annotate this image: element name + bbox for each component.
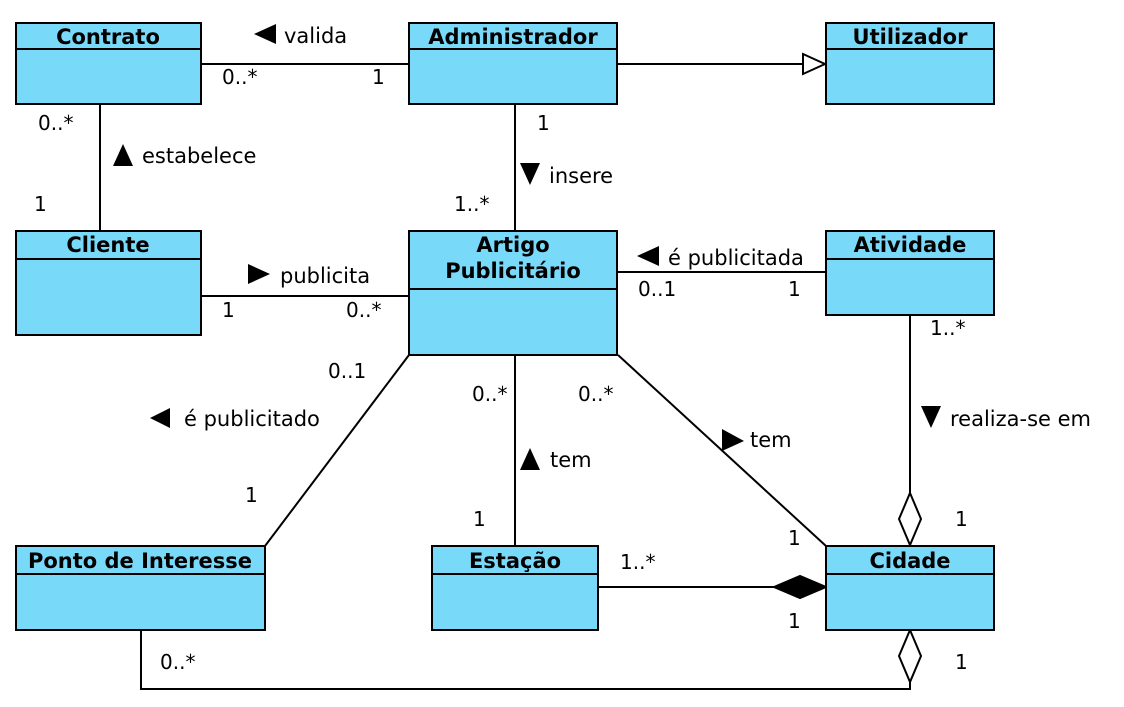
- direction-right-icon: [248, 264, 270, 284]
- class-ponto-de-interesse[interactable]: Ponto de Interesse: [15, 545, 266, 631]
- mult-artigo-insere: 1..*: [454, 192, 489, 216]
- assoc-publicita: publicita: [280, 264, 370, 288]
- assoc-e-publicitada: é publicitada: [668, 246, 804, 270]
- mult-ponto-cidade: 0..*: [160, 650, 195, 674]
- class-atividade-name: Atividade: [854, 233, 967, 257]
- class-ponto-name: Ponto de Interesse: [28, 549, 252, 573]
- class-administrador[interactable]: Administrador: [408, 22, 618, 105]
- class-utilizador-name: Utilizador: [853, 25, 969, 49]
- mult-atividade-publicitada: 1: [788, 277, 801, 301]
- assoc-e-publicitado: é publicitado: [184, 407, 320, 431]
- mult-artigo-publicita: 0..*: [346, 298, 381, 322]
- direction-up-icon: [113, 144, 133, 166]
- class-utilizador[interactable]: Utilizador: [825, 22, 995, 105]
- class-artigo-name-line1: Artigo: [476, 233, 549, 257]
- class-administrador-name: Administrador: [428, 25, 598, 49]
- generalization-arrowhead: [802, 52, 828, 76]
- mult-artigo-tem-cidade: 0..*: [578, 382, 613, 406]
- mult-contrato-estabelece: 0..*: [38, 111, 73, 135]
- assoc-realiza-se-em: realiza-se em: [950, 407, 1091, 431]
- mult-cidade-estacao: 1: [788, 609, 801, 633]
- class-artigo-publicitario[interactable]: Artigo Publicitário: [408, 230, 618, 356]
- line-ponto-cidade: [140, 630, 911, 690]
- mult-estacao-tem: 1: [473, 507, 486, 531]
- class-cliente-name: Cliente: [66, 233, 149, 257]
- mult-artigo-publicitada: 0..1: [638, 277, 676, 301]
- direction-left-icon: [637, 246, 659, 266]
- assoc-tem-estacao: tem: [550, 448, 592, 472]
- mult-ponto-publicitado: 1: [245, 483, 258, 507]
- class-estacao[interactable]: Estação: [431, 545, 599, 631]
- aggregation-diamond-atividade: [897, 490, 923, 548]
- direction-left-icon: [254, 24, 276, 44]
- assoc-tem-cidade: tem: [750, 428, 792, 452]
- direction-down-icon: [520, 163, 540, 185]
- class-cidade-name: Cidade: [869, 549, 950, 573]
- assoc-valida: valida: [284, 24, 347, 48]
- mult-admin-valida: 1: [372, 65, 385, 89]
- aggregation-diamond-ponto: [897, 627, 923, 685]
- class-cidade[interactable]: Cidade: [825, 545, 995, 631]
- direction-down-icon: [921, 406, 941, 428]
- class-contrato-name: Contrato: [56, 25, 160, 49]
- mult-artigo-publicitado: 0..1: [328, 359, 366, 383]
- mult-cidade-realiza: 1: [955, 507, 968, 531]
- mult-cidade-ponto: 1: [955, 650, 968, 674]
- mult-contrato-valida: 0..*: [222, 65, 257, 89]
- direction-left-icon: [150, 408, 170, 428]
- mult-estacao-cidade: 1..*: [620, 550, 655, 574]
- class-estacao-name: Estação: [469, 549, 561, 573]
- direction-up-icon: [520, 448, 540, 470]
- class-atividade[interactable]: Atividade: [825, 230, 995, 316]
- mult-atividade-realiza: 1..*: [930, 316, 965, 340]
- mult-artigo-tem-estacao: 0..*: [472, 382, 507, 406]
- class-artigo-name-line2: Publicitário: [445, 259, 581, 283]
- assoc-estabelece: estabelece: [142, 144, 256, 168]
- mult-cidade-tem: 1: [788, 526, 801, 550]
- direction-right-icon: [722, 429, 744, 451]
- composition-diamond-estacao: [771, 574, 829, 600]
- mult-admin-insere: 1: [537, 111, 550, 135]
- line-artigo-ponto: [264, 354, 410, 547]
- mult-cliente-estabelece: 1: [34, 192, 47, 216]
- assoc-insere: insere: [549, 164, 613, 188]
- mult-cliente-publicita: 1: [222, 298, 235, 322]
- class-contrato[interactable]: Contrato: [15, 22, 202, 105]
- class-cliente[interactable]: Cliente: [15, 230, 202, 336]
